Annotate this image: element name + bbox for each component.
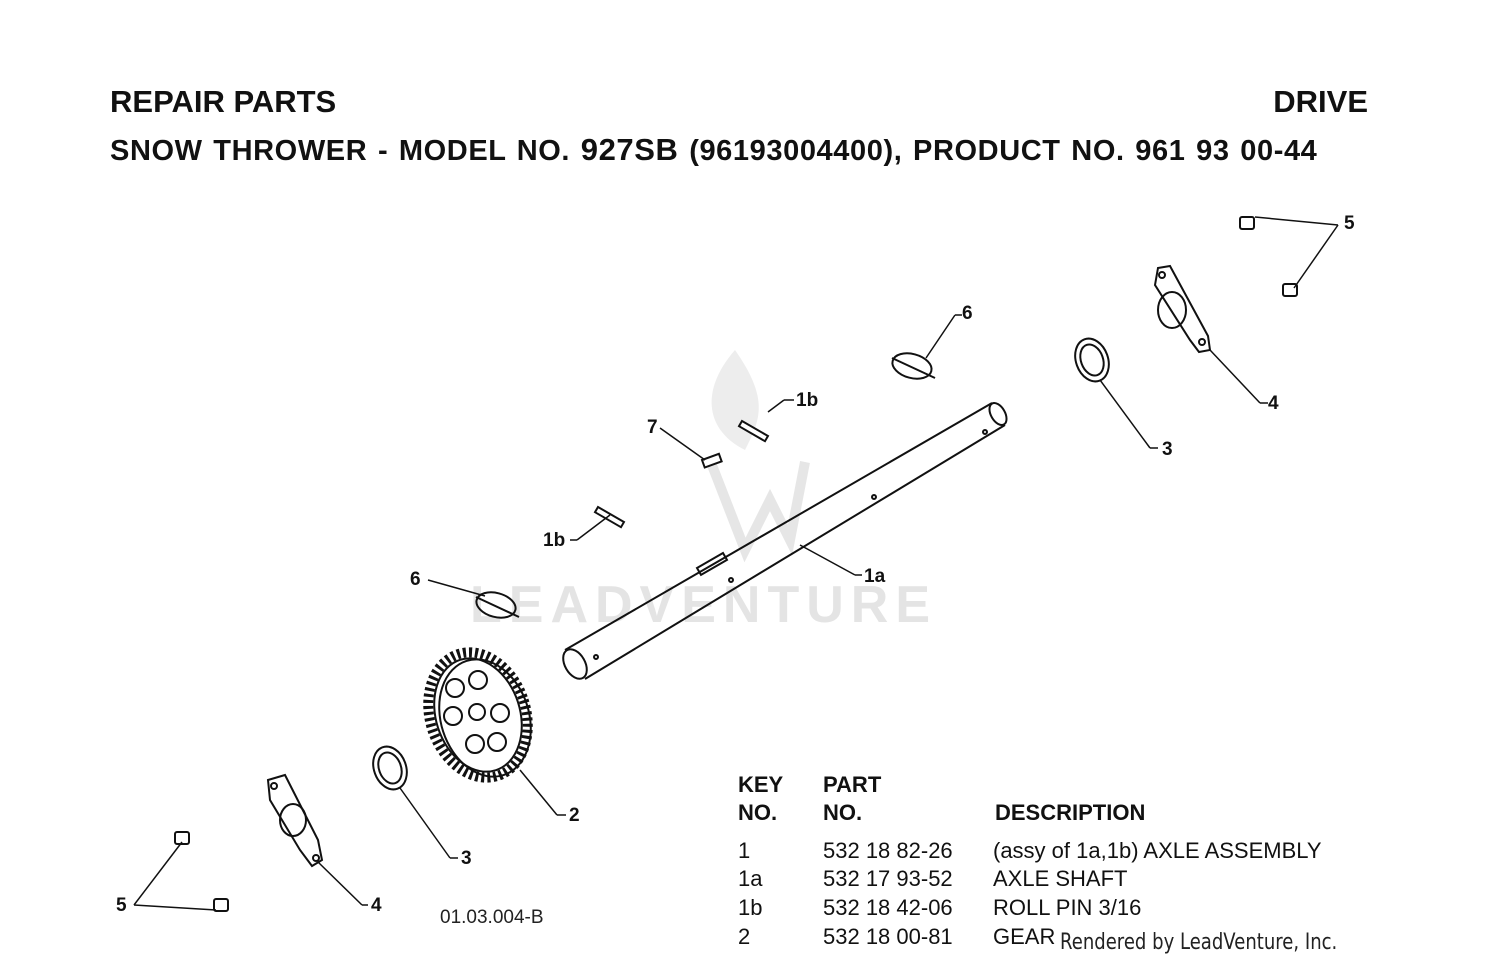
- callout-4-right: 4: [1268, 393, 1279, 414]
- callout-2: 2: [569, 805, 580, 826]
- callout-3-right: 3: [1162, 439, 1173, 460]
- callout-1b-top: 1b: [796, 390, 818, 411]
- watermark-text: LEADVENTURE: [470, 576, 938, 634]
- section-title: REPAIR PARTS: [110, 84, 337, 119]
- callout-5-top: 5: [1344, 213, 1355, 234]
- row-1-part[interactable]: 532 18 82-26: [823, 838, 953, 863]
- description-header: DESCRIPTION: [995, 800, 1146, 825]
- row-2-part[interactable]: 532 17 93-52: [823, 866, 953, 891]
- row-4-key: 2: [738, 924, 751, 949]
- key-header-line1: KEY: [738, 772, 784, 797]
- model-suffix: (96193004400), PRODUCT NO. 961 93 00-44: [678, 135, 1318, 167]
- rendered-by-footer: Rendered by LeadVenture, Inc.: [1060, 930, 1338, 955]
- drawing-code: 01.03.004-B: [440, 907, 544, 928]
- key-part[interactable]: [700, 452, 723, 469]
- row-3-description: ROLL PIN 3/16: [993, 895, 1142, 920]
- leader-lines: [133, 216, 1339, 911]
- model-line: SNOW THROWER - MODEL NO. 927SB (96193004…: [110, 132, 1317, 168]
- washer-right-part[interactable]: [1069, 334, 1114, 386]
- model-prefix: SNOW THROWER - MODEL NO.: [110, 135, 581, 167]
- callout-3-left: 3: [461, 848, 472, 869]
- row-1-key: 1: [738, 838, 751, 863]
- part-header-line2: NO.: [823, 800, 863, 825]
- axle-shaft-part[interactable]: [558, 400, 1010, 683]
- model-number: 927SB: [580, 132, 679, 167]
- row-3-part[interactable]: 532 18 42-06: [823, 895, 953, 920]
- callout-7: 7: [647, 417, 658, 438]
- bearing-bracket-right-part[interactable]: [1153, 264, 1212, 354]
- callout-1a: 1a: [864, 566, 886, 587]
- row-1-description: (assy of 1a,1b) AXLE ASSEMBLY: [993, 838, 1322, 863]
- roll-pin-parts[interactable]: [593, 419, 770, 529]
- row-4-part[interactable]: 532 18 00-81: [823, 924, 953, 949]
- callout-1b-bottom: 1b: [543, 530, 565, 551]
- callout-4-left: 4: [371, 895, 382, 916]
- hairpin-clip-parts[interactable]: [474, 349, 936, 622]
- part-header-line1: PART: [823, 772, 882, 797]
- key-header-line2: NO.: [738, 800, 778, 825]
- category-title: DRIVE: [1273, 84, 1368, 119]
- callout-6-top: 6: [962, 303, 973, 324]
- bolt-parts[interactable]: [174, 216, 1298, 912]
- row-2-key: 1a: [738, 866, 763, 891]
- gear-part[interactable]: [413, 639, 546, 790]
- callout-5-bottom: 5: [116, 895, 127, 916]
- row-2-description: AXLE SHAFT: [993, 866, 1128, 891]
- bearing-bracket-left-part[interactable]: [266, 773, 324, 868]
- washer-left-part[interactable]: [367, 742, 412, 794]
- row-4-description: GEAR: [993, 924, 1056, 949]
- callout-6-bottom: 6: [410, 569, 421, 590]
- row-3-key: 1b: [738, 895, 763, 920]
